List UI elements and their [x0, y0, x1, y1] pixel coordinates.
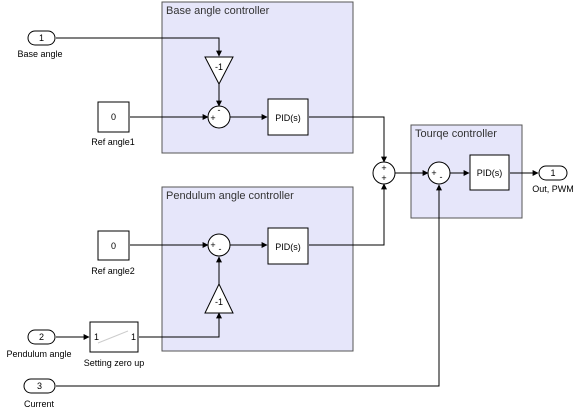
- base-angle-controller-title: Base angle controller: [166, 5, 270, 17]
- constant-value: 0: [111, 112, 116, 122]
- outport-number: 1: [550, 168, 555, 178]
- constant-ref-angle1[interactable]: 0 Ref angle1: [91, 101, 135, 147]
- gain-base[interactable]: -1: [204, 56, 234, 86]
- lookup-left: 1: [94, 332, 99, 342]
- inport-number: 2: [39, 332, 44, 342]
- inport-number: 3: [37, 381, 42, 391]
- sum-pendulum[interactable]: + -: [207, 233, 231, 257]
- inport-pendulum-angle[interactable]: 2 Pendulum angle: [6, 329, 72, 359]
- sum-sign: -: [440, 172, 443, 182]
- constant-label: Ref angle1: [91, 137, 135, 147]
- inport-label: Pendulum angle: [6, 349, 71, 359]
- sum-sign: +: [210, 240, 215, 250]
- base-angle-controller-area[interactable]: Base angle controller: [161, 1, 354, 154]
- pid-label: PID(s): [275, 113, 301, 123]
- pendulum-angle-controller-title: Pendulum angle controller: [166, 190, 294, 202]
- lookup-right: 1: [131, 332, 136, 342]
- pid-label: PID(s): [275, 242, 301, 252]
- inport-base-angle[interactable]: 1 Base angle: [17, 30, 63, 59]
- lookup-label: Setting zero up: [84, 358, 145, 368]
- inport-number: 1: [39, 33, 44, 43]
- lookup-curve-icon: [97, 330, 129, 344]
- sum-combine[interactable]: + +: [372, 161, 396, 185]
- sum-sign: +: [431, 168, 436, 178]
- outport-label: Out, PWM: [532, 184, 574, 194]
- inport-current[interactable]: 3 Current: [23, 378, 56, 409]
- sum-sign: -: [218, 105, 221, 115]
- outport-pwm[interactable]: 1 Out, PWM: [532, 165, 574, 194]
- sum-base[interactable]: + -: [207, 105, 231, 129]
- constant-ref-angle2[interactable]: 0 Ref angle2: [91, 230, 135, 276]
- lookup-setting-zero-up[interactable]: 1 1 Setting zero up: [84, 321, 145, 368]
- sum-sign: +: [381, 173, 386, 183]
- sum-sign: +: [381, 163, 386, 173]
- gain-value: -1: [215, 297, 223, 307]
- inport-label: Base angle: [17, 49, 62, 59]
- pendulum-angle-controller-area[interactable]: Pendulum angle controller: [161, 186, 354, 352]
- gain-pendulum[interactable]: -1: [204, 282, 234, 314]
- gain-value: -1: [215, 62, 223, 72]
- torque-controller-title: Tourqe controller: [415, 128, 497, 140]
- sum-sign: +: [210, 113, 215, 123]
- constant-value: 0: [111, 241, 116, 251]
- pid-torque[interactable]: PID(s): [469, 154, 510, 191]
- constant-label: Ref angle2: [91, 266, 135, 276]
- inport-label: Current: [24, 399, 55, 409]
- pid-base[interactable]: PID(s): [267, 98, 309, 136]
- sum-torque[interactable]: + -: [427, 161, 451, 185]
- sum-sign: -: [219, 244, 222, 254]
- pid-pendulum[interactable]: PID(s): [267, 227, 309, 265]
- signal-lines: [56, 37, 539, 387]
- pid-label: PID(s): [477, 168, 503, 178]
